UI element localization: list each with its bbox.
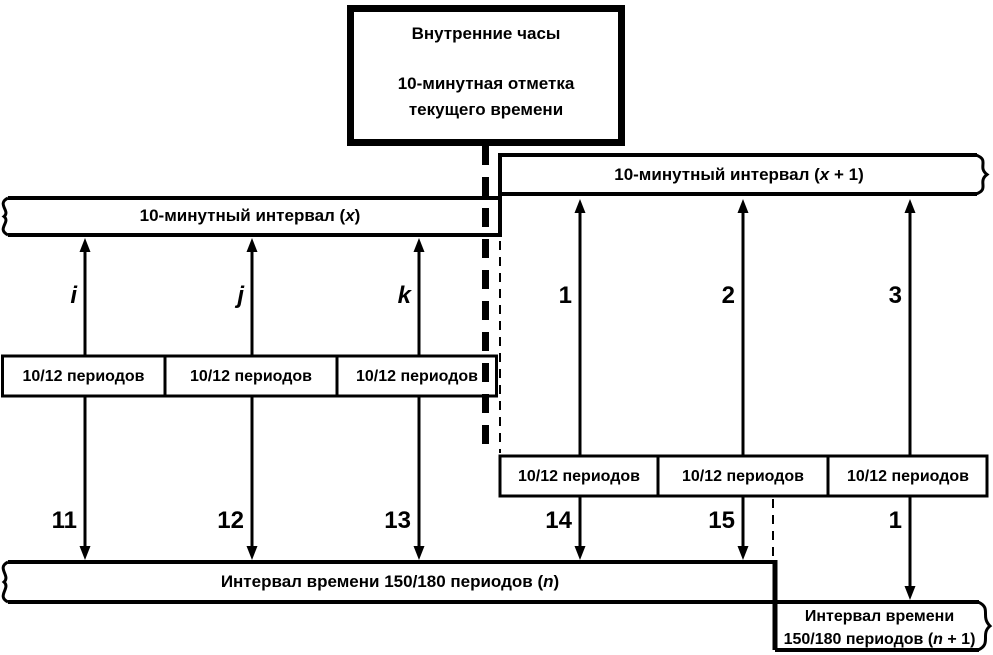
period-box-label: 10/12 периодов: [518, 468, 640, 485]
band-interval-x-plus-1: [498, 153, 990, 237]
left-period-boxes: [1, 354, 498, 398]
band-n-label: Интервал времени 150/180 периодов (n): [220, 572, 560, 591]
period-box-label: 10/12 периодов: [22, 368, 145, 385]
clock-box-spacer: [354, 47, 618, 71]
arrow-2-15: [737, 199, 749, 560]
marker-13: 13: [384, 507, 411, 534]
marker-1-lower: 1: [888, 507, 902, 534]
internal-clock-box: Внутренние часы 10-минутная отметка теку…: [347, 5, 625, 146]
marker-15: 15: [708, 507, 735, 534]
band-interval-x: [1, 196, 500, 237]
period-box-label: 10/12 периодов: [682, 468, 804, 485]
right-period-boxes: [498, 454, 989, 498]
marker-i: i: [70, 282, 77, 309]
marker-12: 12: [217, 507, 244, 534]
marker-k: k: [397, 282, 411, 309]
band-n1-label-line1: Интервал времени: [804, 608, 955, 625]
torn-edge-left-n: [1, 560, 9, 604]
arrow-1-14: [574, 199, 586, 560]
torn-edge-right-x1: [975, 153, 990, 196]
band-n1-label-line2: 150/180 периодов (n + 1): [783, 631, 976, 648]
period-box-label: 10/12 периодов: [356, 368, 478, 385]
band-interval-n-plus-1: [775, 600, 993, 652]
torn-edge-left-x: [1, 196, 9, 237]
torn-edge-right-n1: [977, 600, 993, 652]
marker-j: j: [237, 282, 244, 309]
period-box-label: 10/12 периодов: [847, 468, 969, 485]
arrow-k-13: [413, 238, 425, 560]
marker-2-upper: 2: [721, 282, 735, 309]
band-x-label: 10-минутный интервал (x): [139, 206, 361, 225]
marker-3-upper: 3: [888, 282, 902, 309]
marker-1-upper: 1: [558, 282, 572, 309]
clock-box-subtitle-line2: текущего времени: [408, 100, 564, 119]
band-x1-label: 10-минутный интервал (x + 1): [614, 165, 864, 184]
arrow-j-12: [246, 238, 258, 560]
clock-box-title: Внутренние часы: [411, 24, 561, 43]
marker-11: 11: [51, 507, 77, 534]
clock-box-subtitle-line1: 10-минутная отметка: [397, 74, 575, 93]
arrow-i-11: [79, 238, 91, 560]
band-interval-n: [1, 560, 778, 650]
arrow-3-1: [904, 199, 916, 600]
band-n1-label: Интервал времени 150/180 периодов (n + 1…: [773, 605, 986, 651]
period-box-label: 10/12 периодов: [190, 368, 312, 385]
marker-14: 14: [545, 507, 572, 534]
